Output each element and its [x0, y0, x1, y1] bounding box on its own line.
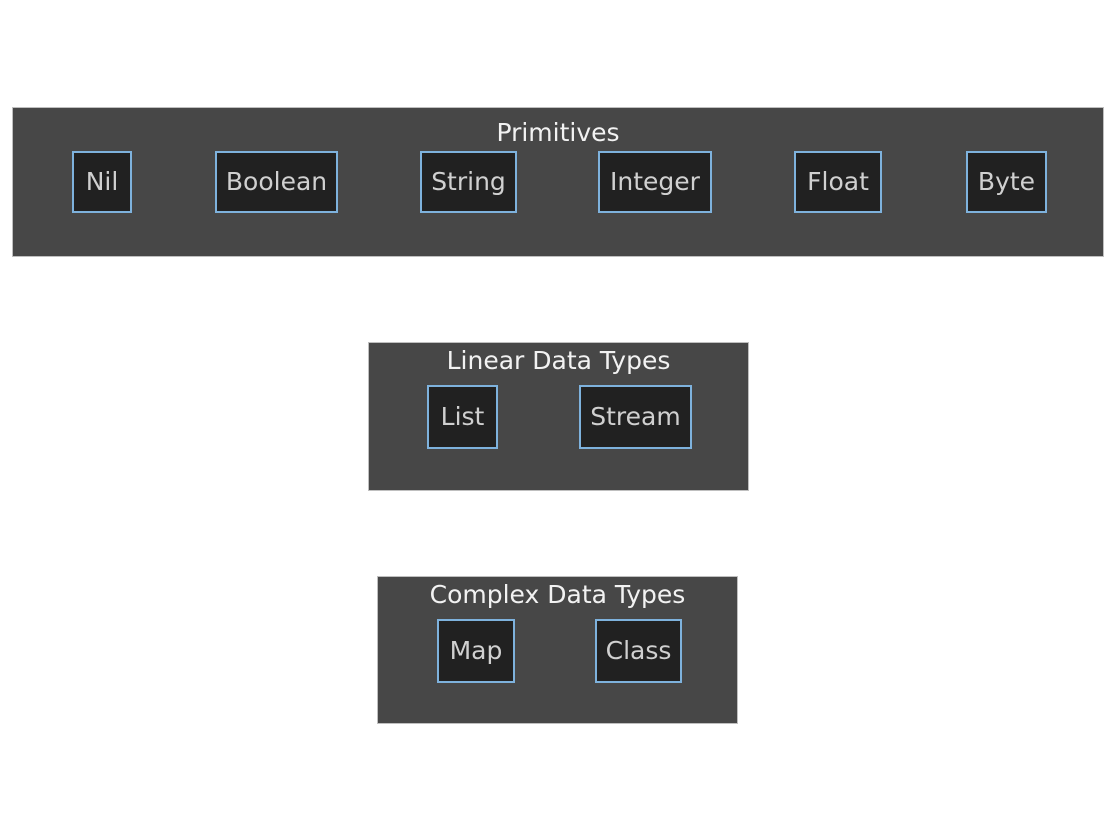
- node-float-label: Float: [807, 167, 869, 196]
- group-linear-data-types-title: Linear Data Types: [446, 346, 671, 375]
- node-integer-label: Integer: [610, 167, 700, 196]
- node-class-label: Class: [605, 636, 672, 665]
- node-boolean[interactable]: Boolean: [215, 151, 338, 213]
- node-byte[interactable]: Byte: [966, 151, 1047, 213]
- group-complex-data-types: Complex Data Types Map Class: [377, 576, 738, 724]
- node-stream[interactable]: Stream: [579, 385, 692, 449]
- node-byte-label: Byte: [977, 167, 1036, 196]
- group-primitives-title: Primitives: [496, 118, 620, 147]
- node-string-label: String: [431, 167, 506, 196]
- node-nil[interactable]: Nil: [72, 151, 132, 213]
- node-stream-label: Stream: [590, 402, 681, 431]
- node-float[interactable]: Float: [794, 151, 882, 213]
- group-linear-data-types: Linear Data Types List Stream: [368, 342, 749, 491]
- node-nil-label: Nil: [85, 167, 119, 196]
- node-map[interactable]: Map: [437, 619, 515, 683]
- node-boolean-label: Boolean: [225, 167, 328, 196]
- node-map-label: Map: [449, 636, 503, 665]
- group-complex-data-types-title: Complex Data Types: [429, 580, 686, 609]
- node-list-label: List: [440, 402, 485, 431]
- node-list[interactable]: List: [427, 385, 498, 449]
- node-class[interactable]: Class: [595, 619, 682, 683]
- group-primitives: Primitives Nil Boolean String Integer Fl…: [12, 107, 1104, 257]
- node-string[interactable]: String: [420, 151, 517, 213]
- node-integer[interactable]: Integer: [598, 151, 712, 213]
